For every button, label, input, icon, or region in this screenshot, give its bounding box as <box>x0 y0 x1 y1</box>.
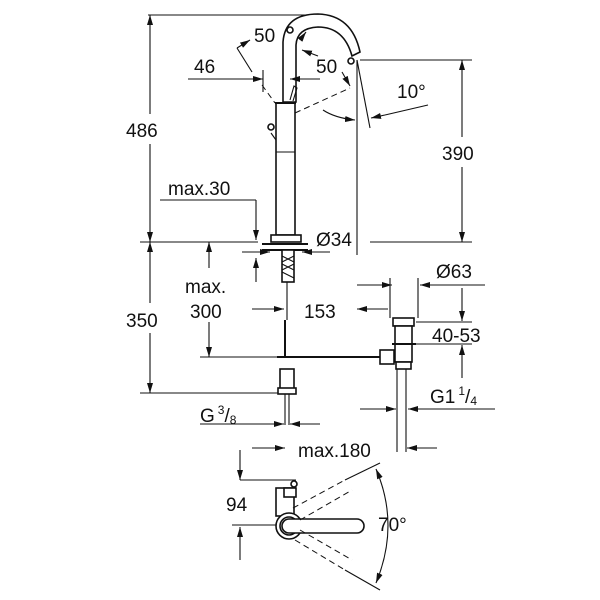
label-max180: max.180 <box>298 441 371 462</box>
label-max300-line1: max. <box>185 277 226 298</box>
label-153: 153 <box>304 302 336 323</box>
dimension-below-deck: 350 max. 300 153 <box>126 242 392 393</box>
label-max300-line2: 300 <box>190 302 222 323</box>
label-dia34: Ø34 <box>316 230 352 251</box>
label-486: 486 <box>126 121 158 142</box>
label-70deg: 70° <box>378 515 407 536</box>
faucet-side-view <box>262 13 416 452</box>
label-390: 390 <box>442 144 474 165</box>
label-max30: max.30 <box>168 179 230 200</box>
dimension-total-height: 486 <box>126 15 158 242</box>
label-46: 46 <box>194 57 215 78</box>
dimension-deck: max.30 Ø34 <box>160 179 352 282</box>
reference-lines <box>140 14 472 394</box>
handle-top-view: 94 70° <box>226 450 407 591</box>
label-dia63: Ø63 <box>436 262 472 283</box>
label-50-right: 50 <box>316 57 337 78</box>
label-94: 94 <box>226 495 248 516</box>
label-40-53: 40-53 <box>432 326 481 347</box>
label-350: 350 <box>126 311 158 332</box>
dimension-spout-height: 390 <box>442 60 474 242</box>
label-50-left: 50 <box>254 26 275 47</box>
dimension-swivel: 50 50 46 10° <box>188 26 429 255</box>
label-10deg: 10° <box>397 82 426 103</box>
